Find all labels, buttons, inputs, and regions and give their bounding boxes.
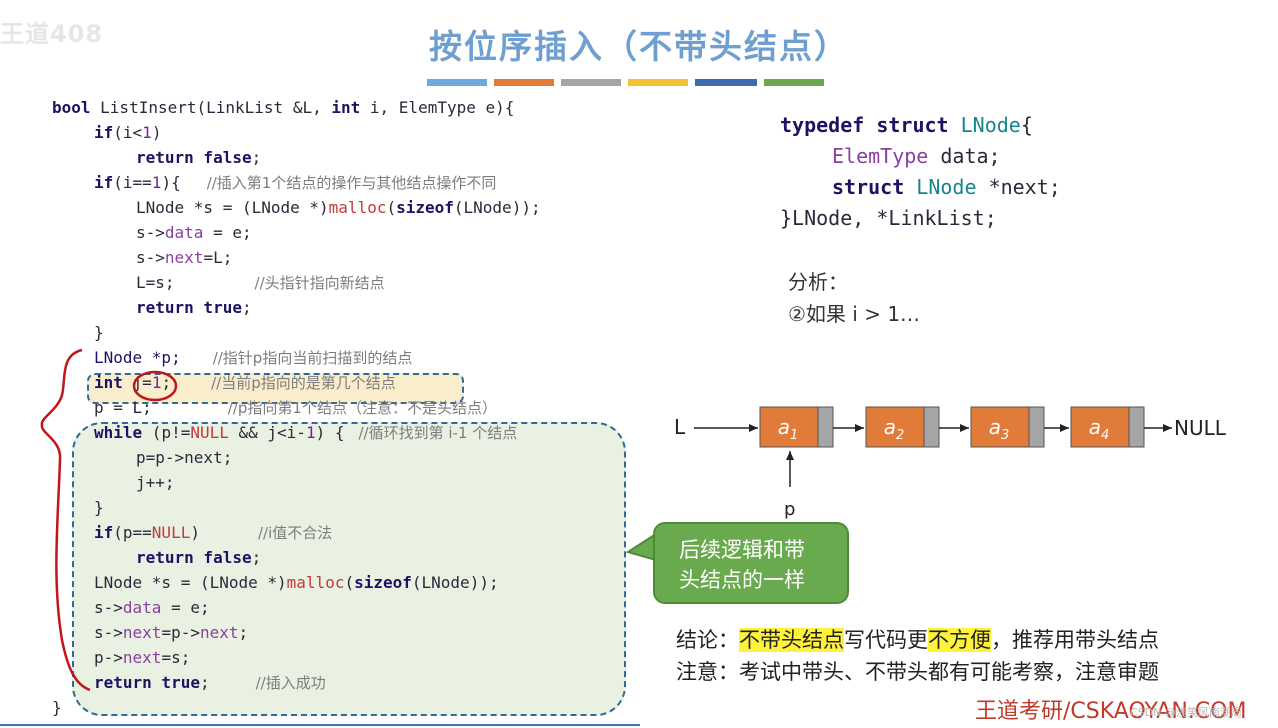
code-line-12: int j=1;//当前p指向的是第几个结点 [94, 373, 396, 392]
node-label: a [778, 415, 790, 439]
code-line-23: p->next=s; [94, 648, 191, 667]
list-node: a1 [759, 406, 834, 448]
code-line-9: return true; [136, 298, 252, 317]
code-comment: //插入成功 [255, 674, 326, 692]
bottom-divider [0, 724, 640, 726]
code-line-8: L=s;//头指针指向新结点 [136, 273, 385, 292]
code-line-16: j++; [136, 473, 175, 492]
title-bar-orange [494, 79, 554, 86]
title-bar-gray [561, 79, 621, 86]
loop-region-highlight [72, 422, 626, 716]
highlight-text: 不带头结点 [739, 628, 844, 652]
node-label: a [884, 415, 896, 439]
analysis-text: 分析： ②如果 i > 1… [788, 266, 920, 330]
code-line-11: LNode *p;//指针p指向当前扫描到的结点 [94, 348, 413, 367]
linked-list-diagram: L a1 a2 a3 a4 NULL p [674, 406, 1227, 520]
code-line-3: return false; [136, 148, 262, 167]
callout-line: 头结点的一样 [679, 568, 805, 592]
svg-text:a2: a2 [884, 415, 905, 443]
brand-footer: 王道考研/CSKAOYAN.COM [975, 699, 1247, 724]
list-node: a3 [970, 406, 1045, 448]
list-node: a4 [1070, 406, 1145, 448]
typedef-line-1: typedef struct LNode{ [780, 113, 1033, 137]
code-line-21: s->data = e; [94, 598, 210, 617]
code-line-17: } [94, 498, 104, 517]
analysis-item: ②如果 i > 1… [788, 302, 921, 326]
title-bar-darkblue [695, 79, 757, 86]
code-line-2: if(i<1) [94, 123, 162, 142]
code-line-5: LNode *s = (LNode *)malloc(sizeof(LNode)… [136, 198, 541, 217]
analysis-heading: 分析： [788, 270, 848, 294]
code-comment: //当前p指向的是第几个结点 [211, 374, 396, 392]
code-line-25: } [52, 698, 62, 717]
red-circle-j [132, 370, 178, 402]
callout-line: 后续逻辑和带 [679, 538, 805, 562]
code-line-10: } [94, 323, 104, 342]
node-label: a [1089, 415, 1101, 439]
code-line-18: if(p==NULL)//i值不合法 [94, 523, 333, 542]
conclusion-text: 结论：不带头结点写代码更不方便，推荐用带头结点 注意：考试中带头、不带头都有可能… [676, 624, 1159, 688]
node-subscript: 1 [790, 428, 798, 443]
watermark: 王道408 [0, 20, 104, 48]
code-line-14: while (p!=NULL && j<i-1) {//循环找到第 i-1 个结… [94, 423, 518, 442]
code-comment: //插入第1个结点的操作与其他结点操作不同 [206, 174, 497, 192]
code-comment: //头指针指向新结点 [254, 274, 385, 292]
svg-text:a3: a3 [989, 415, 1010, 443]
title-bar-yellow [628, 79, 688, 86]
p-pointer-label: p [784, 499, 795, 520]
code-line-13: p = L;//p指向第1个结点（注意：不是头结点） [94, 398, 497, 417]
node-subscript: 2 [896, 428, 904, 443]
code-line-22: s->next=p->next; [94, 623, 249, 642]
code-comment: //循环找到第 i-1 个结点 [358, 424, 518, 442]
code-comment: //i值不合法 [257, 524, 333, 542]
svg-text:a4: a4 [1089, 415, 1110, 443]
head-pointer-label: L [674, 415, 686, 439]
code-line-1: bool ListInsert(LinkList &L, int i, Elem… [52, 98, 515, 117]
typedef-line-2: ElemType data; [832, 144, 1001, 168]
code-line-6: s->data = e; [136, 223, 252, 242]
code-line-4: if(i==1){//插入第1个结点的操作与其他结点操作不同 [94, 173, 497, 192]
title-bar-green [764, 79, 824, 86]
csdn-watermark: CSDN @浅笑风南潮周 [1130, 706, 1242, 719]
code-line-7: s->next=L; [136, 248, 233, 267]
code-line-15: p=p->next; [136, 448, 233, 467]
title-bar-blue [427, 79, 487, 86]
handwritten-annotations [40, 348, 178, 692]
code-line-20: LNode *s = (LNode *)malloc(sizeof(LNode)… [94, 573, 499, 592]
code-line-19: return false; [136, 548, 262, 567]
svg-text:a1: a1 [778, 415, 799, 443]
highlight-text: 不方便 [928, 628, 991, 652]
typedef-line-3: struct LNode *next; [832, 175, 1061, 199]
typedef-line-4: }LNode, *LinkList; [780, 206, 997, 230]
note-line: 注意：考试中带头、不带头都有可能考察，注意审题 [676, 660, 1159, 684]
conclusion-line: 结论：不带头结点写代码更不方便，推荐用带头结点 [676, 628, 1159, 652]
code-line-24: return true;//插入成功 [94, 673, 326, 692]
red-curly-bracket [40, 348, 91, 692]
list-node: a2 [865, 406, 940, 448]
slide-title: 按位序插入（不带头结点） [429, 27, 849, 66]
node-label: a [989, 415, 1001, 439]
node-subscript: 3 [1001, 428, 1009, 443]
null-label: NULL [1174, 416, 1227, 440]
code-comment: //指针p指向当前扫描到的结点 [212, 349, 413, 367]
code-comment: //p指向第1个结点（注意：不是头结点） [227, 399, 497, 417]
node-subscript: 4 [1101, 428, 1109, 443]
callout-bubble: 后续逻辑和带 头结点的一样 [653, 522, 849, 604]
